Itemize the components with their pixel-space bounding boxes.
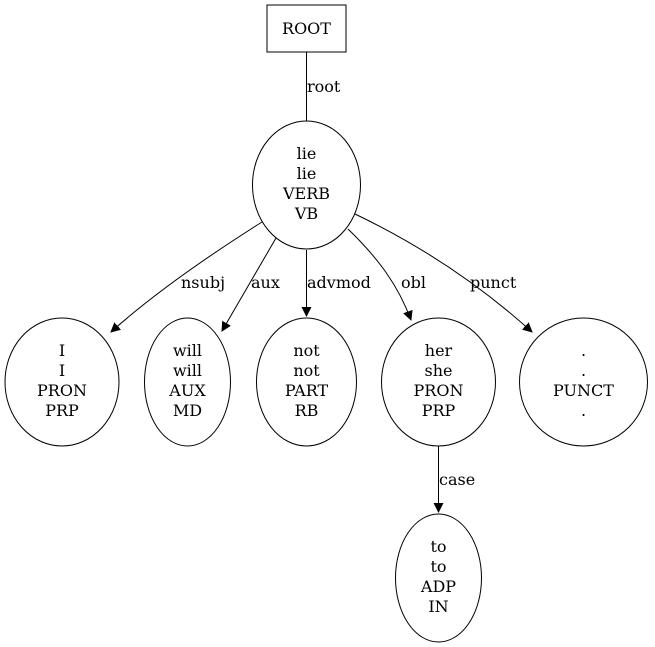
- node-I-line-3: PRON: [37, 381, 87, 400]
- edge-root-label: root: [307, 77, 341, 96]
- node-her-line-1: her: [425, 341, 453, 360]
- node-will-line-4: MD: [173, 401, 202, 420]
- node-to-line-2: to: [430, 557, 446, 576]
- node-her-line-2: she: [425, 361, 453, 380]
- node-will-line-2: will: [173, 361, 202, 380]
- node-will-line-3: AUX: [168, 381, 206, 400]
- node-lie-line-4: VB: [294, 204, 318, 223]
- node-punct: . . PUNCT .: [519, 317, 648, 447]
- edge-nsubj-label: nsubj: [181, 273, 225, 292]
- node-punct-line-1: .: [581, 341, 586, 360]
- node-not-line-1: not: [293, 341, 320, 360]
- node-her: her she PRON PRP: [381, 317, 496, 447]
- node-punct-line-2: .: [581, 361, 586, 380]
- node-lie-line-1: lie: [297, 144, 317, 163]
- node-will-line-1: will: [173, 341, 202, 360]
- node-I-line-4: PRP: [45, 401, 79, 420]
- node-lie: lie lie VERB VB: [252, 120, 361, 250]
- node-not: not not PART RB: [256, 317, 357, 447]
- edge-case-label: case: [439, 470, 475, 489]
- node-lie-line-3: VERB: [282, 184, 330, 203]
- root-node-label: ROOT: [282, 19, 331, 38]
- node-lie-line-2: lie: [297, 164, 317, 183]
- edge-obl: obl: [347, 228, 426, 321]
- node-her-line-4: PRP: [422, 401, 456, 420]
- node-to: to to ADP IN: [395, 513, 482, 643]
- edge-nsubj: nsubj: [110, 221, 263, 333]
- edge-aux-label: aux: [251, 273, 280, 292]
- node-not-line-2: not: [293, 361, 320, 380]
- edge-aux: aux: [221, 237, 280, 332]
- node-punct-line-3: PUNCT: [553, 381, 614, 400]
- node-I: I I PRON PRP: [4, 317, 120, 447]
- root-node: ROOT: [266, 4, 347, 53]
- edge-root: root: [301, 52, 341, 132]
- edge-advmod: advmod: [301, 250, 371, 317]
- node-to-line-1: to: [430, 537, 446, 556]
- node-her-line-3: PRON: [414, 381, 464, 400]
- edge-punct-label: punct: [470, 273, 517, 292]
- edge-case: case: [433, 446, 475, 513]
- node-punct-line-4: .: [581, 401, 586, 420]
- node-will: will will AUX MD: [144, 317, 231, 447]
- edge-obl-label: obl: [401, 273, 426, 292]
- node-to-line-4: IN: [428, 597, 448, 616]
- node-to-line-3: ADP: [420, 577, 456, 596]
- edge-punct: punct: [354, 213, 533, 333]
- node-not-line-4: RB: [295, 401, 319, 420]
- edge-advmod-label: advmod: [307, 273, 371, 292]
- node-I-line-2: I: [59, 361, 65, 380]
- node-I-line-1: I: [59, 341, 65, 360]
- node-not-line-3: PART: [285, 381, 329, 400]
